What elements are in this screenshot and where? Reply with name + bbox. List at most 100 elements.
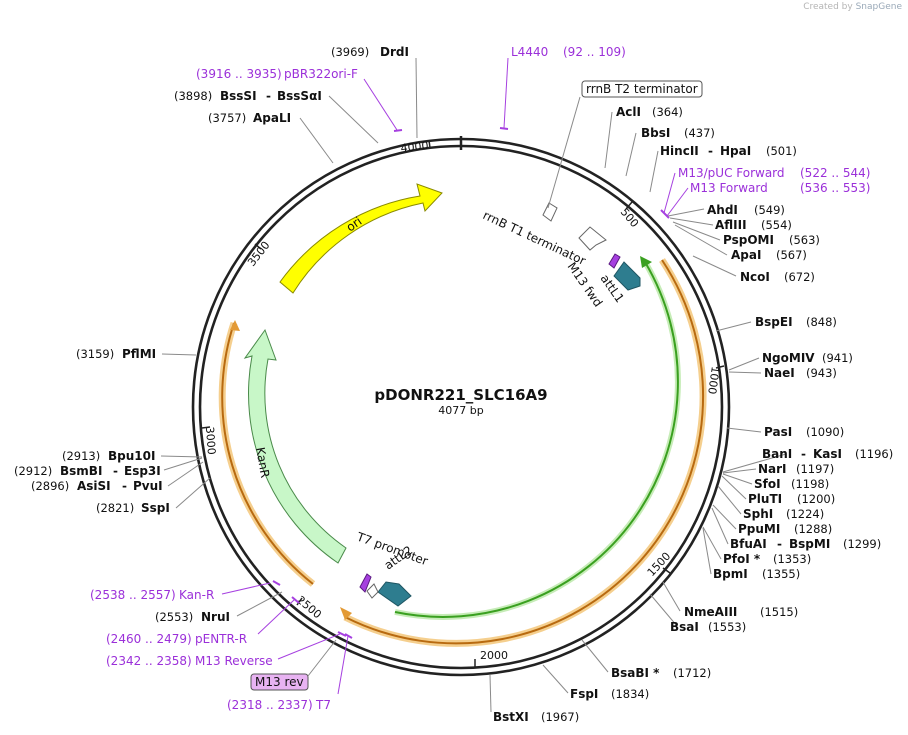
enzyme-ncoi-pos: (672) — [784, 270, 815, 284]
enzyme-fspi-pos: (1834) — [611, 687, 649, 701]
m13-rev-box — [250, 673, 309, 691]
attl1-arrow — [613, 261, 641, 291]
leader-apali — [299, 117, 334, 164]
backbone — [191, 136, 731, 677]
m13-fwd-label: M13 fwd — [565, 260, 606, 310]
enzyme-bfuai-name: BfuAI — [730, 537, 767, 551]
enzyme-pflmi-pos: (3159) — [76, 347, 114, 361]
enzyme-bspei-name: BspEI — [755, 315, 793, 329]
tick-2500 — [296, 597, 303, 606]
kanr-feature: KanR — [243, 328, 347, 564]
ori-arrow — [279, 183, 443, 294]
leader-acli — [604, 111, 613, 169]
leader-bsabi — [581, 639, 609, 673]
leader-bspei — [715, 321, 752, 332]
tick-label-2500: 2500 — [294, 593, 324, 621]
primer-leaders — [221, 57, 689, 695]
leader-apai — [674, 224, 728, 256]
enzyme-labels-right: AclI (364) BbsI (437) HincII - HpaI (501… — [493, 105, 893, 724]
enzyme-pvui-name: PvuI — [133, 479, 163, 493]
kanr-arrow — [243, 328, 347, 564]
leader-bani — [722, 453, 787, 473]
primer-m13-puc-forward-range: (522 .. 544) — [800, 166, 870, 180]
enzyme-ngomiv-name: NgoMIV — [762, 351, 815, 365]
enzyme-sspi-pos: (2821) — [96, 501, 134, 515]
leader-ppumi — [712, 504, 737, 530]
leader-pluti — [721, 475, 747, 500]
enzyme-asisi-pos: (2896) — [31, 479, 69, 493]
enzyme-ncoi-name: NcoI — [740, 270, 770, 284]
enzyme-ppumi-name: PpuMI — [738, 522, 780, 536]
m13-rev-small-marker — [366, 583, 379, 599]
enzyme-bsabi-name: BsaBI * — [611, 666, 660, 680]
enzyme-pspomi-name: PspOMI — [723, 233, 774, 247]
primer-m13-reverse-name: M13 Reverse — [195, 654, 273, 668]
leader-pasi — [726, 427, 762, 433]
enzyme-bfuai-pos: (1299) — [843, 537, 881, 551]
leader-sphi — [717, 485, 742, 515]
enzyme-apali-pos: (3757) — [208, 111, 246, 125]
leader-nari — [722, 468, 757, 474]
enzyme-bbsi-name: BbsI — [641, 126, 670, 140]
leader-asisi — [167, 461, 204, 487]
enzyme-nrui-name: NruI — [201, 610, 230, 624]
primer-mark-pbr322ori-f — [393, 129, 403, 132]
enzyme-ahdi-pos: (549) — [754, 203, 785, 217]
enzyme-ppumi-pos: (1288) — [794, 522, 832, 536]
enzyme-nmeaiii-pos: (1515) — [760, 605, 798, 619]
leader-bsssi — [328, 95, 379, 144]
primer-kan-r-range: (2538 .. 2557) — [90, 588, 176, 602]
leader-bsai — [649, 593, 678, 627]
enzyme-nari-name: NarI — [758, 462, 787, 476]
tick-3500 — [254, 243, 262, 250]
primer-l4440-range: (92 .. 109) — [563, 45, 626, 59]
enzyme-sphi-pos: (1224) — [786, 507, 824, 521]
leader-bbsi — [625, 132, 637, 177]
enzyme-bani-pos: (1196) — [855, 447, 893, 461]
primer-mark-l4440 — [499, 127, 509, 130]
rrnb-t1-terminator-arrow — [578, 226, 607, 251]
enzyme-bstxi-name: BstXI — [493, 710, 529, 724]
enzyme-bani-sep: - — [801, 447, 806, 461]
enzyme-esp3i-name: Esp3I — [124, 464, 161, 478]
enzyme-bsssai-name: BssSαI — [277, 89, 322, 103]
enzyme-bpmi-pos: (1355) — [762, 567, 800, 581]
tick-500 — [625, 201, 633, 210]
enzyme-bsssi-pos: (3898) — [174, 89, 212, 103]
enzyme-pluti-pos: (1200) — [797, 492, 835, 506]
enzyme-nrui-pos: (2553) — [155, 610, 193, 624]
enzyme-bpu10i-pos: (2913) — [62, 449, 100, 463]
leader-bpmi — [702, 527, 712, 575]
t7-promoter-marker — [359, 573, 372, 593]
enzyme-bsai-pos: (1553) — [708, 620, 746, 634]
enzyme-leaders — [160, 57, 787, 713]
enzyme-sphi-name: SphI — [743, 507, 773, 521]
enzyme-nari-pos: (1197) — [796, 462, 834, 476]
enzyme-pasi-name: PasI — [764, 425, 792, 439]
enzyme-pflmi-name: PflMI — [122, 347, 156, 361]
primer-mark-pentr-r — [291, 596, 300, 604]
enzyme-pasi-pos: (1090) — [806, 425, 844, 439]
leader-m13-forward — [666, 187, 689, 217]
enzyme-bsmbi-sep: - — [113, 464, 118, 478]
enzyme-sspi-name: SspI — [141, 501, 170, 515]
leader-drdi — [415, 57, 418, 139]
leader-l4440 — [503, 57, 509, 129]
enzyme-naei-pos: (943) — [806, 366, 837, 380]
leader-naei — [728, 371, 762, 374]
leader-fspi — [542, 664, 569, 694]
rrnb-t2-label: rrnB T2 terminator — [586, 82, 698, 96]
enzyme-drdi-pos: (3969) — [331, 45, 369, 59]
tick-label-1000: 1000 — [705, 366, 722, 396]
leader-sfoi — [722, 473, 753, 485]
enzyme-bsai-name: BsaI — [670, 620, 699, 634]
plasmid-length: 4077 bp — [438, 404, 483, 417]
primer-marks — [272, 127, 670, 639]
primer-mark-t7 — [344, 633, 353, 639]
tick-4000 — [428, 139, 431, 149]
enzyme-drdi-name: DrdI — [380, 45, 409, 59]
rrnb-t2-leader — [547, 96, 581, 209]
feature-arcs — [218, 256, 707, 647]
leader-t7 — [337, 635, 349, 695]
